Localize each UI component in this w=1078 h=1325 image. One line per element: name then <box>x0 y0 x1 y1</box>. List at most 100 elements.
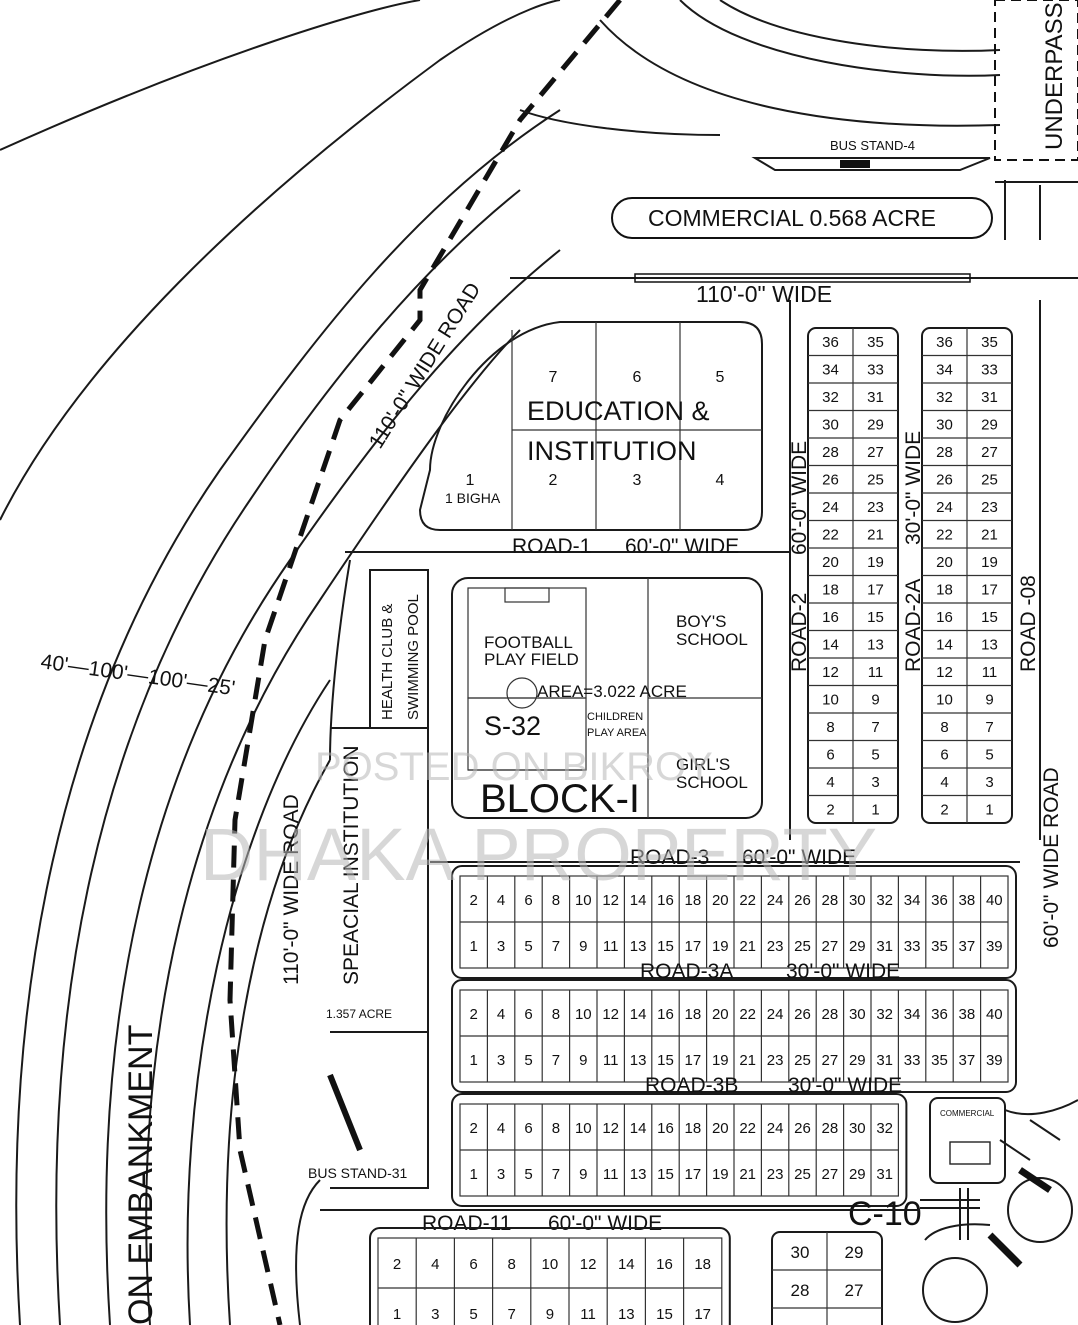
plot-number: 8 <box>552 892 560 909</box>
plot-number: 20 <box>936 554 953 571</box>
plot-number: 6 <box>524 892 532 909</box>
plot-number: 12 <box>936 664 953 681</box>
plot-number: 34 <box>822 362 839 379</box>
plot-number: 6 <box>469 1256 477 1273</box>
plot-number: 24 <box>822 499 839 516</box>
plot-number: 26 <box>794 892 811 909</box>
plot-number: 26 <box>822 472 839 489</box>
plot-number: 18 <box>685 1120 702 1137</box>
plot-number: 10 <box>822 692 839 709</box>
road3-width-label: 60'-0" WIDE <box>742 846 856 869</box>
plot-number: 31 <box>876 938 893 955</box>
plot-number: 30 <box>849 1120 866 1137</box>
plot-number: 27 <box>867 444 884 461</box>
plot-number: 15 <box>981 609 998 626</box>
plot-number: 29 <box>845 1243 864 1262</box>
plot-number: 13 <box>630 1052 647 1069</box>
plot-number: 18 <box>685 1006 702 1023</box>
plot-number: 11 <box>868 664 884 681</box>
plot-number: 9 <box>871 692 879 709</box>
plot-number: 35 <box>931 938 948 955</box>
education-label-line1: EDUCATION & <box>527 396 710 426</box>
top-structures <box>519 0 1078 240</box>
plot-number: 39 <box>986 938 1003 955</box>
plot-number: 3 <box>871 774 879 791</box>
plot-number: 24 <box>767 1006 784 1023</box>
plot-number: 28 <box>822 1006 839 1023</box>
plot-number: 7 <box>871 719 879 736</box>
plot-number: 27 <box>822 938 839 955</box>
road3a-label: ROAD-3A <box>640 960 733 983</box>
road2a-width-label: 30'-0" WIDE <box>902 431 925 545</box>
plot-number: 19 <box>981 554 998 571</box>
plot-number: 38 <box>959 892 976 909</box>
plot-number: 8 <box>940 719 948 736</box>
wide-110-top-label: 110'-0" WIDE <box>696 281 832 307</box>
plot-number: 14 <box>822 637 839 654</box>
plot-number: 31 <box>876 1052 893 1069</box>
plot-number: 32 <box>876 1120 893 1137</box>
plot-number: 8 <box>508 1256 516 1273</box>
plot-number: 21 <box>981 527 998 544</box>
plot-number: 28 <box>822 1120 839 1137</box>
plot-number: 17 <box>685 1052 702 1069</box>
plot-number: 21 <box>739 1052 756 1069</box>
plot-number: 11 <box>580 1306 596 1323</box>
plot-number: 27 <box>981 444 998 461</box>
plot-number: 12 <box>602 1006 619 1023</box>
plot-number: 37 <box>959 1052 976 1069</box>
plot-number: 33 <box>904 1052 921 1069</box>
girls-school-label-2: SCHOOL <box>676 773 748 792</box>
plot-number: 4 <box>497 1120 505 1137</box>
plot-number: 13 <box>867 637 884 654</box>
plot-number: 6 <box>633 369 642 386</box>
plot-number: 36 <box>931 892 948 909</box>
commercial-small-label: COMMERCIAL <box>940 1109 995 1118</box>
plot-number: 3 <box>985 774 993 791</box>
embankment-curves <box>0 0 561 1325</box>
plot-number: 7 <box>552 938 560 955</box>
plot-number: 16 <box>822 609 839 626</box>
plot-number: 20 <box>712 1120 729 1137</box>
plot-number: 2 <box>470 1120 478 1137</box>
plot-number: 5 <box>469 1306 477 1323</box>
plot-number: 7 <box>552 1052 560 1069</box>
bus-stand-31-label: BUS STAND-31 <box>308 1165 408 1181</box>
plot-number: 19 <box>867 554 884 571</box>
plot-number: 8 <box>552 1006 560 1023</box>
plot-number: 25 <box>867 472 884 489</box>
plot-number: 2 <box>470 1006 478 1023</box>
special-institution-block <box>330 727 429 1189</box>
plot-number: 11 <box>982 664 998 681</box>
plot-number: 14 <box>618 1256 635 1273</box>
plot-number: 29 <box>867 417 884 434</box>
plot-number: 6 <box>940 747 948 764</box>
plot-number: 23 <box>867 499 884 516</box>
plot-number: 10 <box>936 692 953 709</box>
plot-number: 30 <box>849 892 866 909</box>
education-block <box>418 321 763 531</box>
plot-number: 2 <box>826 802 834 819</box>
bigha-label: 1 BIGHA <box>445 490 501 506</box>
plot-number: 37 <box>959 938 976 955</box>
boys-school-label-1: BOY'S <box>676 612 727 631</box>
special-institution-label: SPEACIAL INSTITUTION <box>340 745 363 985</box>
plot-number: 23 <box>767 1052 784 1069</box>
plot-number: 15 <box>656 1306 673 1323</box>
plot-number: 22 <box>739 1120 756 1137</box>
plot-number: 35 <box>981 334 998 351</box>
block-i <box>451 577 763 819</box>
plot-number: 14 <box>630 892 647 909</box>
plot-number: 35 <box>931 1052 948 1069</box>
plot-number: 18 <box>936 582 953 599</box>
plot-number: 29 <box>981 417 998 434</box>
plot-number: 26 <box>794 1120 811 1137</box>
plot-number: 5 <box>524 1052 532 1069</box>
plot-number: 1 <box>470 1052 478 1069</box>
plot-number: 16 <box>657 892 674 909</box>
plot-number: 33 <box>867 362 884 379</box>
road1-label: ROAD-1 <box>512 535 591 558</box>
plot-number: 32 <box>936 389 953 406</box>
plot-number: 19 <box>712 938 729 955</box>
plot-number: 21 <box>739 938 756 955</box>
